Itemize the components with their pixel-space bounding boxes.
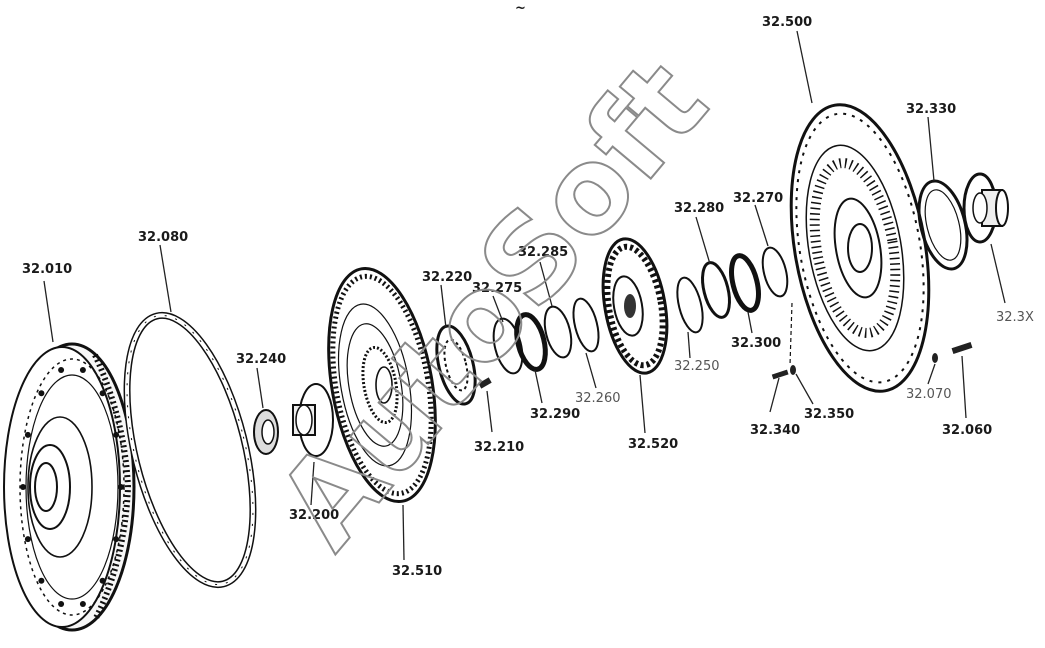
label-32210: 32.210: [474, 440, 524, 455]
part-32010-housing: [3, 342, 136, 632]
axis-dash-line: [789, 302, 793, 366]
label-32240: 32.240: [236, 352, 286, 367]
label-32350: 32.350: [804, 407, 854, 422]
stray-mark: ~: [515, 1, 526, 16]
bolt-holes-32010: [20, 367, 124, 607]
part-32520-stator: [601, 237, 669, 375]
part-32260-ring: [572, 297, 600, 353]
label-32220: 32.220: [422, 270, 472, 285]
part-32070-washer: [932, 353, 938, 363]
part-32510-turbine: [327, 266, 437, 504]
bolt-hole: [24, 431, 31, 438]
label-32330: 32.330: [906, 102, 956, 117]
bolt-hole: [99, 577, 106, 584]
part-32210-pin: [478, 377, 492, 389]
bolt-hole: [113, 431, 120, 438]
part-32285-ring: [543, 305, 573, 359]
part-32350-washer: [790, 365, 796, 375]
part-32200-hub: [292, 383, 334, 457]
label-32300: 32.300: [731, 336, 781, 351]
part-32220-bearing: [435, 324, 477, 406]
part-32060-bolt: [951, 342, 973, 354]
label-32270: 32.270: [733, 191, 783, 206]
part-32290-ring: [514, 312, 548, 372]
part-labels: 32.010 32.080 32.240 32.200 32.510 32.22…: [22, 15, 1034, 579]
label-32060: 32.060: [942, 423, 992, 438]
leader-lines: [43, 30, 1006, 561]
part-323x-flange: [962, 172, 1009, 244]
label-323x: 32.3X: [996, 310, 1034, 325]
bolt-hole: [38, 577, 45, 584]
bolt-hole: [24, 536, 31, 543]
bolt-hole: [79, 601, 86, 607]
part-32340-screw: [771, 369, 789, 380]
bolt-hole: [58, 601, 65, 607]
label-32500: 32.500: [762, 15, 812, 30]
bolt-hole: [113, 536, 120, 543]
label-32275: 32.275: [472, 281, 522, 296]
label-32070: 32.070: [906, 387, 952, 402]
bolt-hole: [99, 390, 106, 397]
part-32250-ring: [676, 276, 704, 334]
bolt-hole: [38, 390, 45, 397]
label-32520: 32.520: [628, 437, 678, 452]
label-32290: 32.290: [530, 407, 580, 422]
bolt-hole: [118, 484, 124, 490]
label-32340: 32.340: [750, 423, 800, 438]
label-32285: 32.285: [518, 245, 568, 260]
label-32260: 32.260: [575, 391, 621, 406]
part-32080-gasket: [123, 311, 257, 589]
part-32300-ring: [729, 253, 761, 313]
bolt-hole: [20, 484, 26, 490]
part-32500-cover: [789, 103, 931, 393]
label-32280: 32.280: [674, 201, 724, 216]
label-32510: 32.510: [392, 564, 442, 579]
part-32270-ring: [761, 246, 789, 298]
label-32080: 32.080: [138, 230, 188, 245]
bolt-hole: [79, 367, 86, 373]
label-32200: 32.200: [289, 508, 339, 523]
part-32240-bushing: [253, 409, 279, 455]
label-32250: 32.250: [674, 359, 720, 374]
bolt-hole: [58, 367, 65, 373]
label-32010: 32.010: [22, 262, 72, 277]
